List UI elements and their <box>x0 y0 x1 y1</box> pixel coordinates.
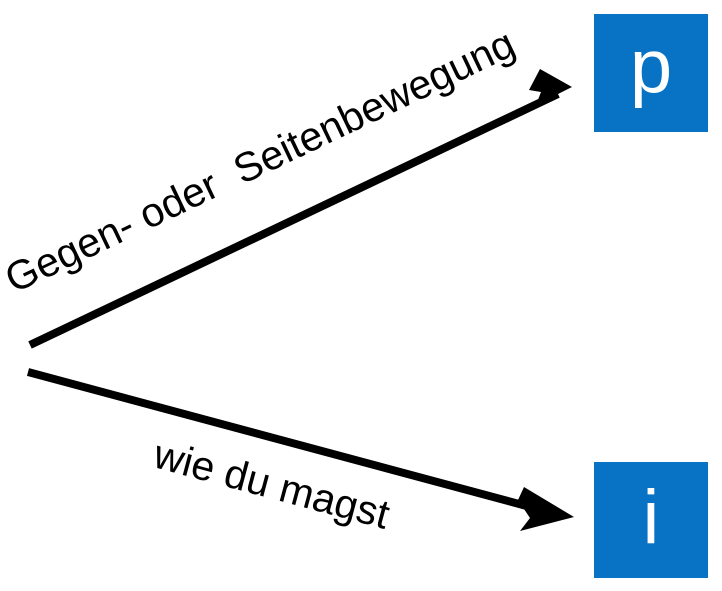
node-box-i[interactable]: i <box>594 462 708 578</box>
edge-lower-line <box>26 368 562 519</box>
edge-upper-arrowhead-icon <box>529 69 572 105</box>
node-label-p: p <box>629 24 673 109</box>
edge-lower-arrowhead-icon <box>518 487 574 531</box>
edge-upper-arrow[interactable] <box>28 69 572 349</box>
edge-lower-arrow[interactable] <box>26 368 574 531</box>
node-box-p[interactable]: p <box>594 14 708 132</box>
edge-upper-line <box>28 90 560 349</box>
node-label-i: i <box>642 475 660 560</box>
